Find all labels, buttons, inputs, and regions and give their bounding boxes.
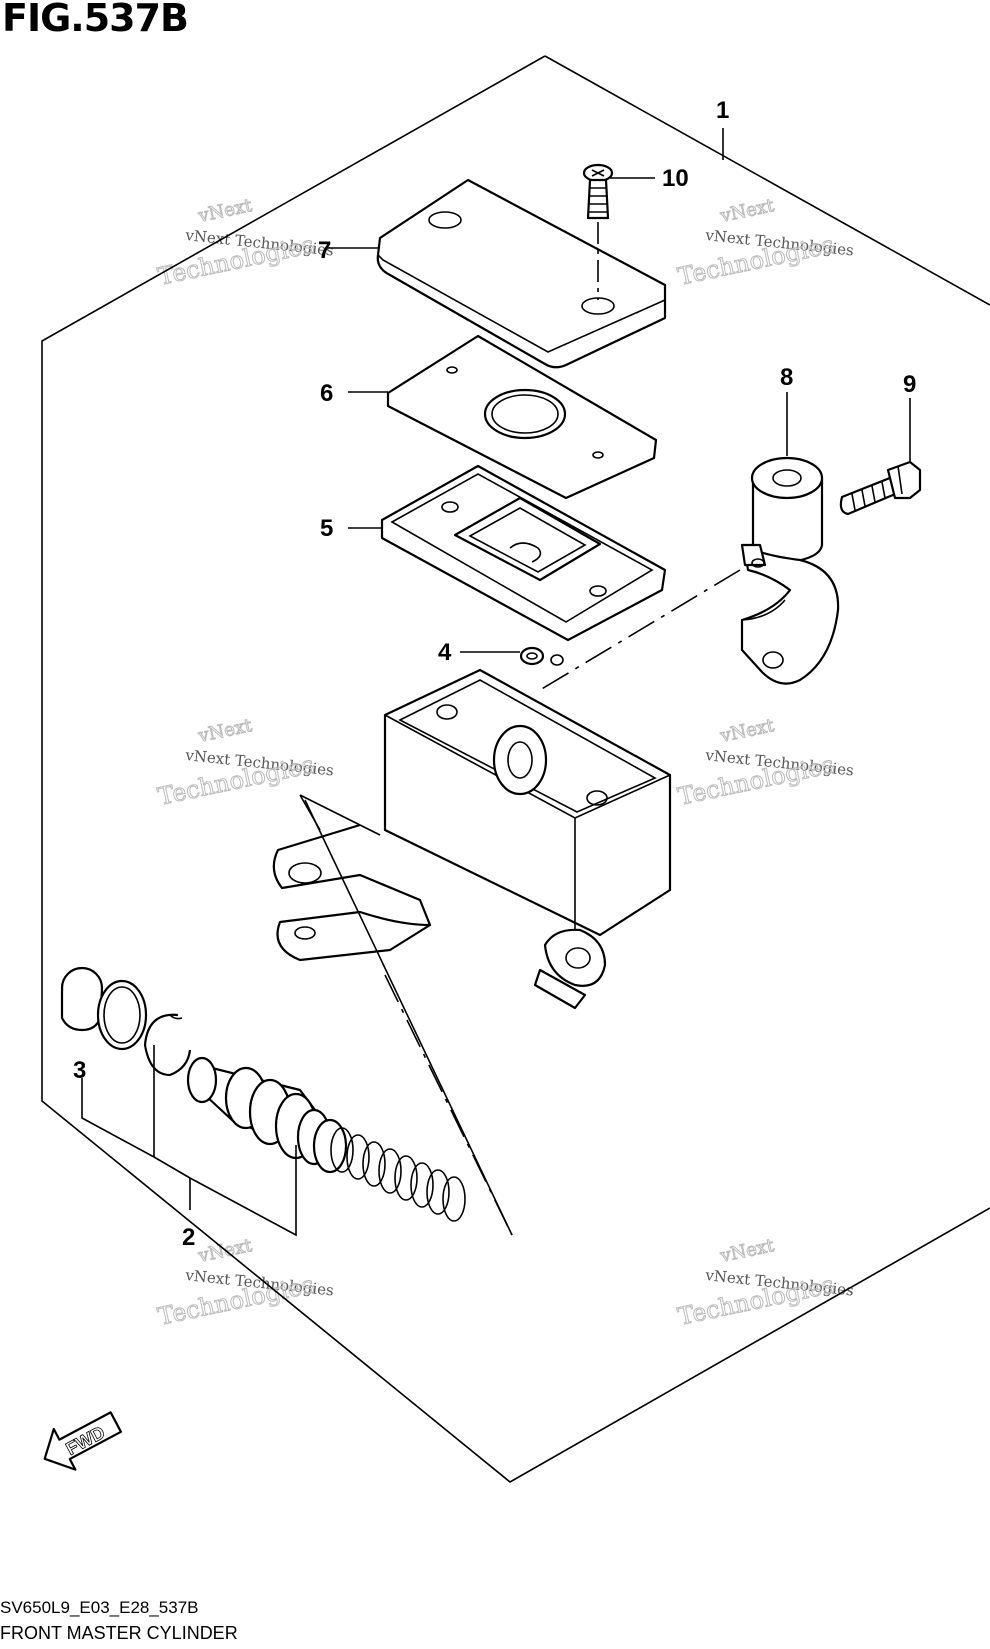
diaphragm-plate <box>386 334 658 500</box>
watermark-mid-left: vNext vNext Technologies Technologies <box>155 714 335 811</box>
callout-3: 3 <box>73 1057 86 1084</box>
callout-10: 10 <box>662 165 689 192</box>
callout-5: 5 <box>320 515 333 542</box>
callout-leaders <box>81 128 911 1237</box>
holder-bolt <box>839 460 922 516</box>
master-cylinder-body <box>272 668 672 1010</box>
small-plate <box>519 646 564 666</box>
callout-9: 9 <box>903 371 916 398</box>
watermark-mid-right: vNext vNext Technologies Technologies <box>675 714 855 811</box>
assembly-outline <box>41 55 990 1483</box>
handlebar-holder <box>740 456 840 685</box>
callout-4: 4 <box>438 639 452 666</box>
callout-1: 1 <box>716 97 729 124</box>
cap-screw <box>582 163 614 300</box>
return-spring <box>330 1127 466 1222</box>
diaphragm <box>380 464 667 642</box>
circlip <box>143 1013 192 1077</box>
exploded-parts-diagram: vNext vNext Technologies Technologies vN… <box>41 55 990 1483</box>
diagram-code: SV650L9_E03_E28_537B <box>0 1598 199 1617</box>
fwd-arrow-icon: FWD <box>43 1411 123 1471</box>
assembly-outline <box>544 55 990 306</box>
watermark-text: vNext <box>718 1235 777 1267</box>
callout-2: 2 <box>182 1224 195 1251</box>
figure-title: FIG.537B <box>2 0 189 40</box>
watermark-text: vNext <box>718 195 777 227</box>
callout-6: 6 <box>320 380 333 407</box>
watermark-top-right: vNext vNext Technologies Technologies <box>675 194 855 291</box>
watermark-bottom-right: vNext vNext Technologies Technologies <box>675 1234 855 1331</box>
watermark-text: vNext <box>196 195 255 227</box>
diagram-caption: FRONT MASTER CYLINDER <box>0 1623 238 1643</box>
watermark-text: vNext <box>718 715 777 747</box>
watermark-top-left: vNext vNext Technologies Technologies <box>155 194 335 291</box>
piston-assembly <box>186 1056 348 1174</box>
reservoir-cap <box>376 178 667 369</box>
callout-8: 8 <box>780 364 793 391</box>
piston-cup <box>60 966 148 1051</box>
callout-7: 7 <box>318 237 331 264</box>
watermark-text: vNext <box>196 715 255 747</box>
